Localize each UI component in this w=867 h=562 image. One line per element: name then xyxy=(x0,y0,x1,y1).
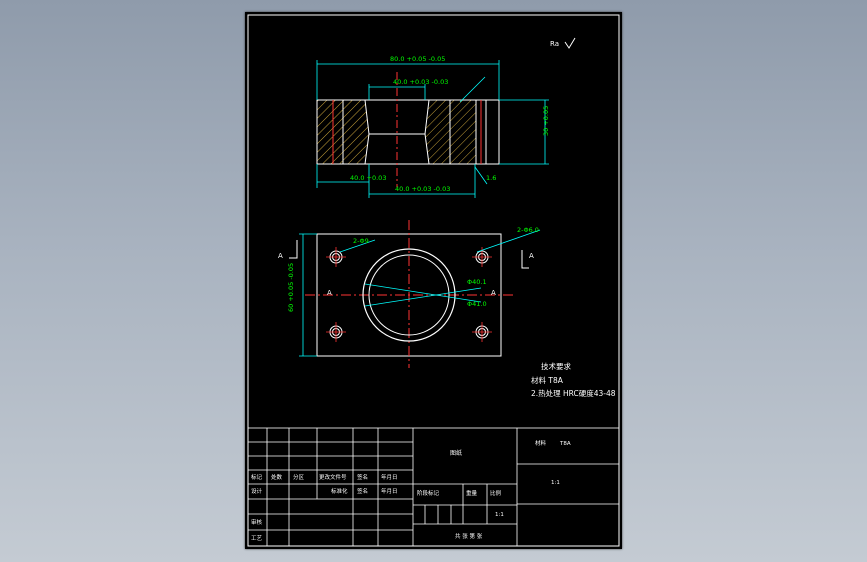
section-dimensions xyxy=(316,60,549,198)
dim-counterbore: 40.0 +0.03 xyxy=(350,174,386,182)
tb-sign: 签名 xyxy=(357,473,368,481)
tb-date: 年月日 xyxy=(381,473,398,481)
tech-line1: 材料 T8A xyxy=(531,375,564,385)
dim-overall-width: 80.0 +0.05 -0.05 xyxy=(390,55,445,63)
section-dim-labels: 80.0 +0.05 -0.05 40.0 +0.03 -0.03 40.0 +… xyxy=(350,55,550,193)
tb-review: 审核 xyxy=(251,518,263,526)
tb-design: 设计 xyxy=(251,487,263,495)
dim-rough-tag: 1.6 xyxy=(486,174,496,182)
tb-material-value: T8A xyxy=(559,441,571,447)
tb-count: 处数 xyxy=(271,473,283,481)
section-a-mid-right: A xyxy=(491,289,496,297)
tb-standard: 标准化 xyxy=(331,487,348,495)
tb-zone: 分区 xyxy=(293,473,305,481)
plan-dim-labels: 60 +0.05 -0.05 2-Φ9 2-Φ6.0 Φ40.1 Φ41.0 xyxy=(287,226,539,312)
tb-date2: 年月日 xyxy=(381,487,398,495)
drawing-canvas: Ra xyxy=(247,14,620,547)
tech-line2: 2.热处理 HRC硬度43-48 xyxy=(531,388,616,398)
dim-hole-note-right: 2-Φ6.0 xyxy=(517,226,539,234)
tb-scale-value: 1:1 xyxy=(551,480,560,486)
section-a-mid-left: A xyxy=(327,289,332,297)
dim-bore-bottom: 40.0 +0.03 -0.03 xyxy=(395,185,450,193)
tb-weight: 重量 xyxy=(466,489,478,497)
section-view xyxy=(316,72,500,187)
roughness-symbol: Ra xyxy=(550,37,576,49)
tb-change-doc: 更改文件号 xyxy=(319,473,347,481)
section-a-left: A xyxy=(278,252,283,260)
roughness-label: Ra xyxy=(550,40,559,48)
dim-dia-big: Φ40.1 xyxy=(467,278,487,286)
tech-title: 技术要求 xyxy=(541,361,571,371)
dim-dia-small: Φ41.0 xyxy=(467,300,487,308)
title-block-text: 标记 处数 分区 更改文件号 签名 年月日 设计 标准化 签名 年月日 审核 工… xyxy=(251,439,571,542)
plan-view xyxy=(305,220,513,368)
tb-sheet: 共 张 第 张 xyxy=(455,532,483,540)
dim-height: 30 +0.05 xyxy=(542,106,550,136)
dim-hole-note-left: 2-Φ9 xyxy=(353,237,369,245)
drawing-sheet[interactable]: Ra xyxy=(245,12,622,549)
tech-requirements: 技术要求 材料 T8A 2.热处理 HRC硬度43-48 xyxy=(531,361,616,398)
sheet-border xyxy=(247,14,620,547)
section-a-right: A xyxy=(529,252,534,260)
dim-plan-height: 60 +0.05 -0.05 xyxy=(287,263,295,312)
tb-material-label: 材料 xyxy=(535,439,547,447)
tb-sign2: 签名 xyxy=(357,487,368,495)
title-block xyxy=(247,427,620,547)
tb-process: 工艺 xyxy=(251,535,263,542)
tb-stage: 阶段标记 xyxy=(417,489,440,497)
tb-ratio: 1:1 xyxy=(495,512,504,518)
section-markers: A A A A xyxy=(278,252,534,297)
dim-bore-top: 40.0 +0.03 -0.03 xyxy=(393,78,448,86)
tb-mark: 标记 xyxy=(251,473,263,481)
plan-dimensions xyxy=(299,229,541,357)
tb-part-name: 图纸 xyxy=(450,449,462,457)
tb-scale-col: 比例 xyxy=(490,489,502,497)
